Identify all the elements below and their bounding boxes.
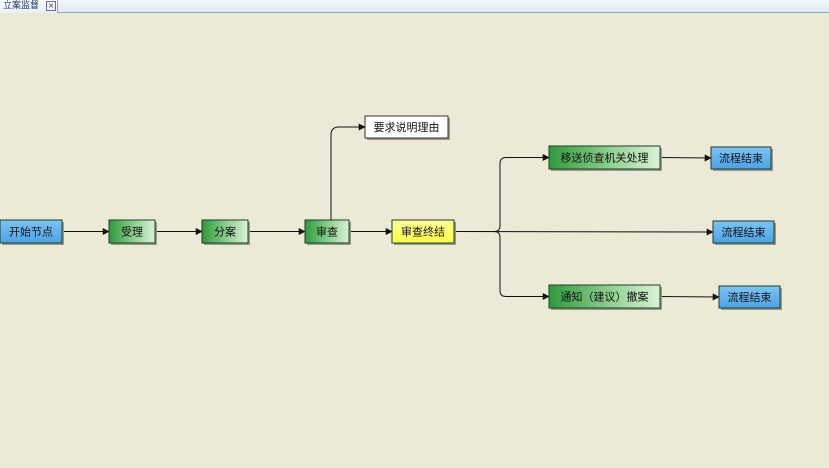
node-label: 通知（建议）撤案 [561,290,649,304]
flow-node-notify[interactable]: 通知（建议）撤案 [548,284,662,310]
node-box [108,219,156,244]
node-box [718,285,781,309]
flow-node-conclude[interactable]: 审查终结 [391,219,456,245]
node-box [391,219,455,244]
flow-node-accept[interactable]: 受理 [108,219,157,245]
node-label: 流程结束 [722,225,766,239]
tab-label: 立案监督 [3,1,40,11]
node-label: 要求说明理由 [374,120,440,134]
edge-notify-to-end3 [659,293,720,301]
flow-node-end2[interactable]: 流程结束 [712,220,776,245]
node-label: 流程结束 [728,290,772,304]
node-label: 审查终结 [401,225,445,239]
node-box [548,284,661,309]
tab-bar: 立案监督 × [0,0,829,13]
node-box [304,219,350,244]
close-icon[interactable]: × [46,1,56,11]
node-box [712,220,775,244]
flow-node-end3[interactable]: 流程结束 [718,285,782,310]
flow-node-review[interactable]: 审查 [304,219,351,245]
node-label: 移送侦查机关处理 [561,151,649,165]
node-label: 流程结束 [719,151,763,165]
node-box [201,219,249,244]
tab-case-supervision[interactable]: 立案监督 × [0,0,58,13]
flow-node-assign[interactable]: 分案 [201,219,250,245]
node-label: 审查 [316,225,338,239]
node-label: 分案 [214,225,236,239]
flow-node-start[interactable]: 开始节点 [0,219,64,245]
edge-conclude-to-notify [454,231,550,300]
edge-review-to-reason [330,123,366,220]
nodes-layer: 开始节点受理分案审查要求说明理由审查终结移送侦查机关处理流程结束流程结束通知（建… [0,115,782,310]
edges-layer [62,123,720,301]
node-box [710,146,772,170]
edge-transfer-to-end1 [659,154,712,162]
node-box [0,219,63,244]
flow-node-reason[interactable]: 要求说明理由 [364,115,450,140]
node-label: 受理 [121,226,143,239]
flow-node-transfer[interactable]: 移送侦查机关处理 [548,145,662,171]
edge-conclude-to-transfer [454,154,550,232]
node-box [364,115,449,139]
flow-node-end1[interactable]: 流程结束 [710,146,773,171]
node-box [548,145,661,170]
node-label: 开始节点 [9,225,53,239]
